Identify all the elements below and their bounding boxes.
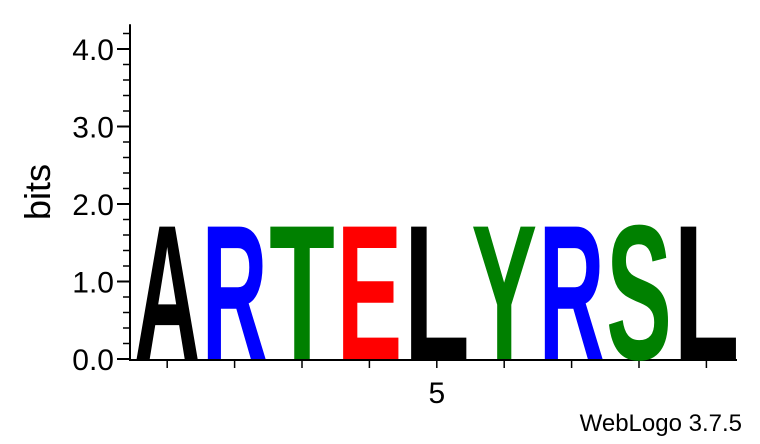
weblogo-credit: WebLogo 3.7.5 — [579, 410, 742, 437]
axes-layer: 0.0 1.0 2.0 3.0 4.0 5 — [72, 24, 737, 410]
logo-letter: S — [606, 187, 672, 401]
logo-letter: Y — [471, 187, 537, 401]
logo-letter: E — [337, 187, 403, 401]
y-tick-label: 2.0 — [72, 189, 114, 222]
y-tick-label: 1.0 — [72, 267, 114, 300]
logo-letter: A — [134, 185, 200, 400]
y-tick-label: 3.0 — [72, 112, 114, 145]
y-tick-label: 0.0 — [72, 344, 114, 377]
logo-letter: R — [202, 185, 268, 400]
y-axis-label: bits — [17, 164, 58, 220]
logo-letter: R — [539, 185, 605, 400]
logo-letter: L — [674, 186, 740, 401]
logo-letter: L — [404, 186, 470, 401]
y-tick-label: 4.0 — [72, 34, 114, 67]
logo-letter: T — [269, 186, 335, 401]
x-tick-label: 5 — [428, 377, 445, 410]
